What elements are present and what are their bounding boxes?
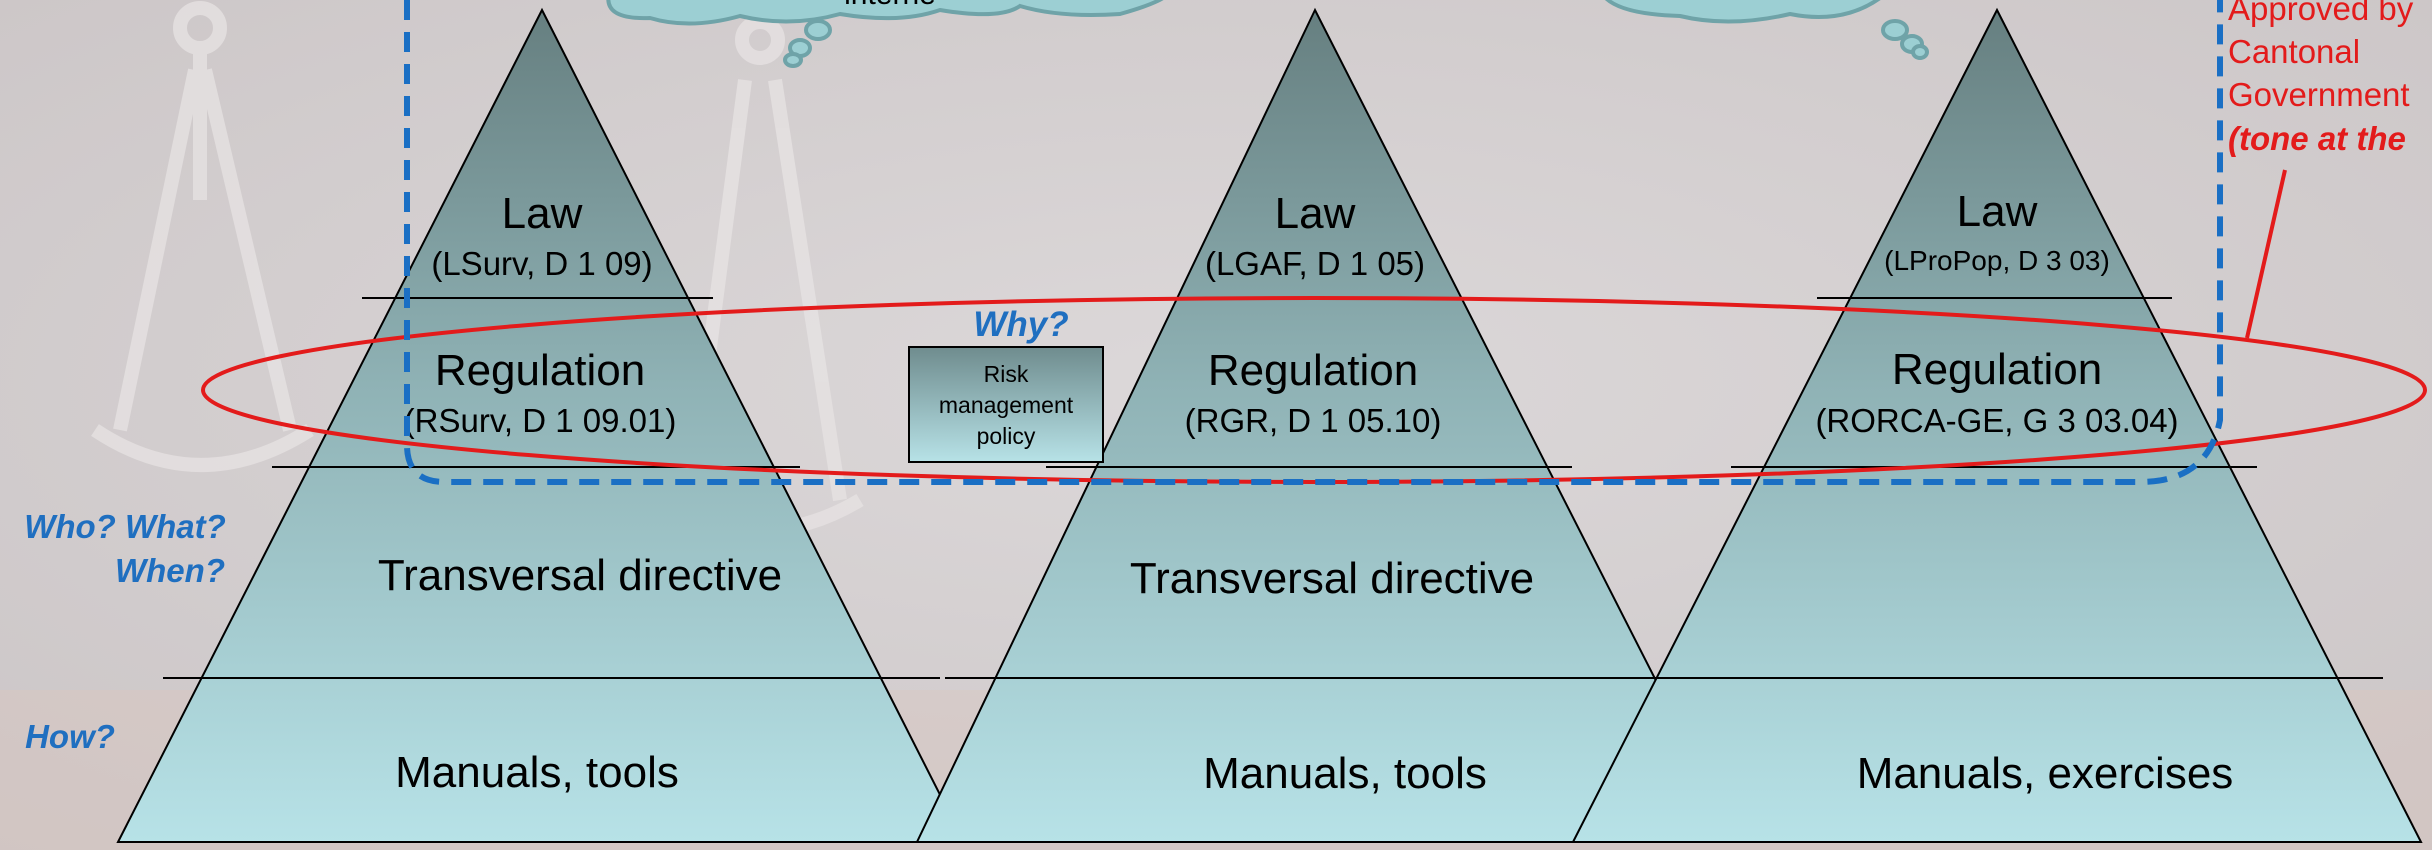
who-what-label: Who? What? <box>24 508 226 545</box>
approval-pointer-line <box>2245 169 2287 339</box>
p2-law-ref: (LGAF, D 1 05) <box>1205 245 1425 282</box>
when-label: When? <box>115 552 225 589</box>
approval-line4: (tone at the <box>2228 120 2406 157</box>
p2-law: Law <box>1275 189 1356 238</box>
approval-line1: Approved by <box>2228 0 2414 27</box>
p1-regulation: Regulation <box>435 346 645 395</box>
p1-law: Law <box>502 189 583 238</box>
thought-cloud-left <box>606 0 1164 68</box>
how-label: How? <box>25 718 115 755</box>
regulation-highlight-ellipse <box>201 296 2427 484</box>
p1-manuals: Manuals, tools <box>395 748 679 797</box>
risk-box-line1: Risk <box>984 361 1029 387</box>
cloud-left-text: interne <box>844 0 936 11</box>
pyramid-2 <box>915 7 1740 843</box>
p3-law: Law <box>1957 187 2038 236</box>
pyramid-1 <box>116 7 966 843</box>
p3-law-ref: (LProPop, D 3 03) <box>1884 245 2110 276</box>
p3-manuals: Manuals, exercises <box>1857 749 2234 798</box>
pyramid-3 <box>1571 7 2423 843</box>
risk-box-line3: policy <box>977 423 1036 449</box>
p3-regulation-ref: (RORCA-GE, G 3 03.04) <box>1815 402 2178 439</box>
scope-dashed-bracket <box>404 0 2223 485</box>
thought-cloud-right <box>1604 0 1929 60</box>
p2-regulation-ref: (RGR, D 1 05.10) <box>1185 402 1442 439</box>
p1-directive: Transversal directive <box>378 551 782 600</box>
risk-management-box <box>908 346 1104 463</box>
p2-directive: Transversal directive <box>1130 554 1534 603</box>
p1-regulation-ref: (RSurv, D 1 09.01) <box>404 402 677 439</box>
p3-regulation: Regulation <box>1892 345 2102 394</box>
p2-regulation: Regulation <box>1208 346 1418 395</box>
approval-line3: Government <box>2228 76 2410 113</box>
why-label: Why? <box>973 305 1068 344</box>
risk-box-line2: management <box>939 392 1074 418</box>
approval-line2: Cantonal <box>2228 33 2360 70</box>
p2-manuals: Manuals, tools <box>1203 749 1487 798</box>
p1-law-ref: (LSurv, D 1 09) <box>431 245 652 282</box>
scales-of-justice-watermark <box>91 1 864 537</box>
